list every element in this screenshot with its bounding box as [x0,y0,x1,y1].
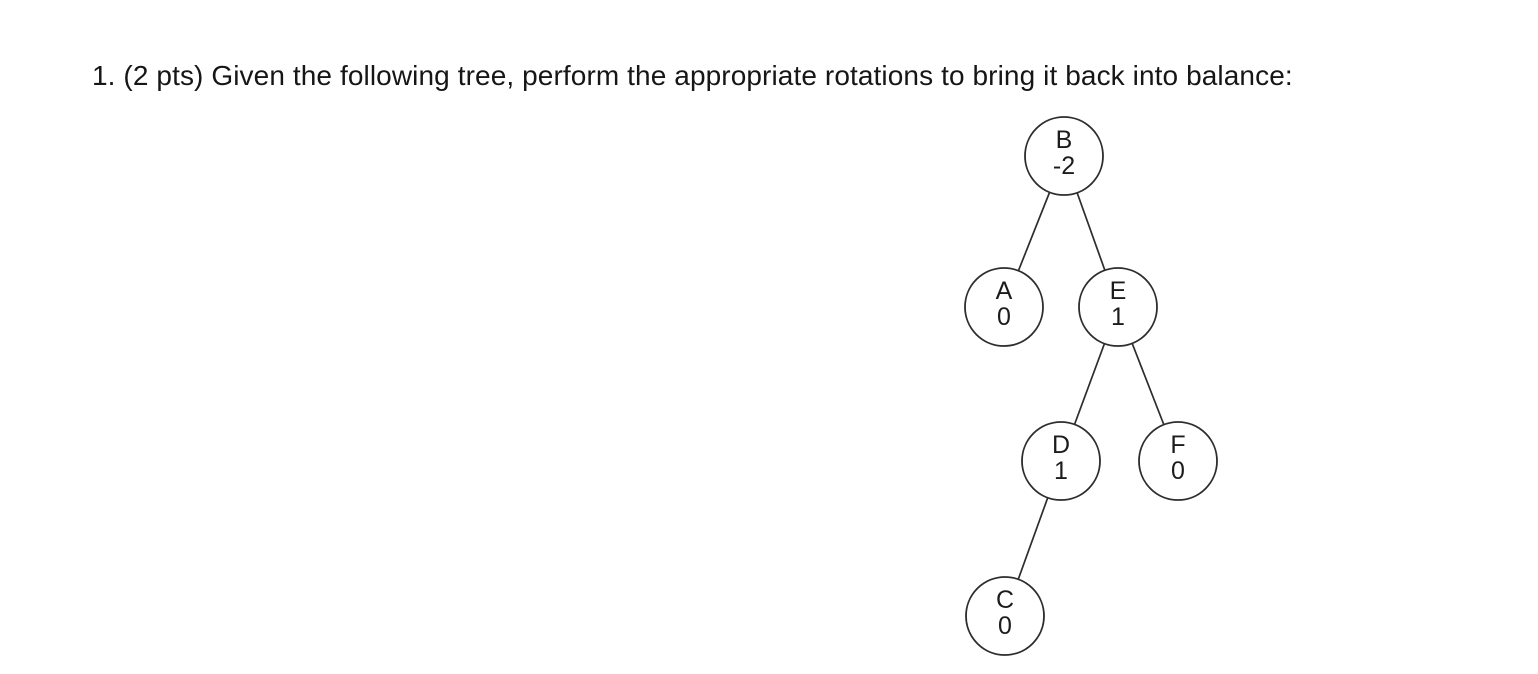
node-balance-B: -2 [1053,152,1075,180]
node-balance-F: 0 [1171,457,1185,485]
tree-node-F: F0 [1138,421,1218,501]
tree-node-B: B-2 [1024,116,1104,196]
node-circle-F [1138,421,1218,501]
node-balance-A: 0 [997,303,1011,331]
node-circle-D [1021,421,1101,501]
node-label-B: B [1056,126,1073,154]
question-text: 1. (2 pts) Given the following tree, per… [92,60,1293,91]
tree-node-D: D1 [1021,421,1101,501]
tree-node-E: E1 [1078,267,1158,347]
node-circle-C [965,576,1045,656]
node-label-D: D [1052,431,1070,459]
node-circle-E [1078,267,1158,347]
node-balance-E: 1 [1111,303,1125,331]
node-circle-A [964,267,1044,347]
node-circle-B [1024,116,1104,196]
tree-node-C: C0 [965,576,1045,656]
node-label-C: C [996,586,1014,614]
node-label-E: E [1110,277,1127,305]
node-balance-D: 1 [1054,457,1068,485]
node-label-F: F [1170,431,1185,459]
node-balance-C: 0 [998,612,1012,640]
tree-node-A: A0 [964,267,1044,347]
node-label-A: A [996,277,1013,305]
